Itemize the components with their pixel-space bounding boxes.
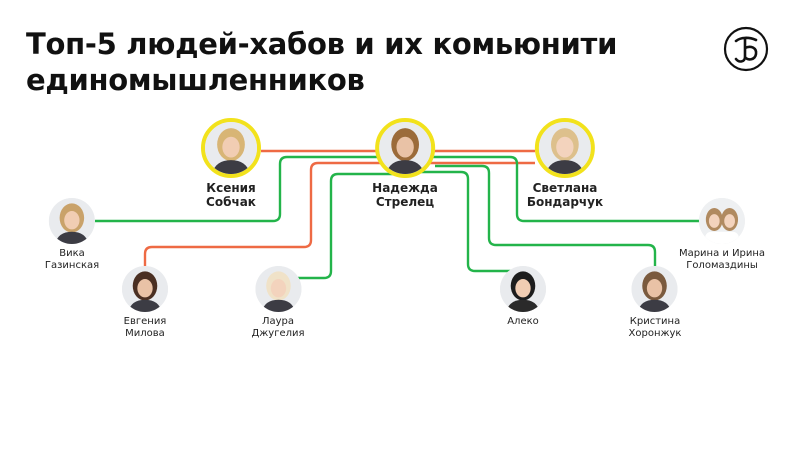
connection-line-bondarchuk-milova — [143, 161, 535, 266]
person-name-line: Алеко — [507, 316, 539, 327]
person-name-line: Милова — [125, 328, 165, 339]
person-name-line: Джугелия — [251, 328, 305, 339]
avatar — [374, 118, 435, 178]
person-name-line: Собчак — [206, 195, 256, 209]
connection-line-strelets-khoronzhuk — [435, 164, 657, 266]
person-name-line: Бондарчук — [526, 195, 604, 209]
avatar — [699, 198, 745, 244]
avatar — [201, 118, 261, 178]
person-name: Алеко — [500, 316, 546, 328]
connection-line-strelets-aleko — [403, 170, 525, 273]
person-name-line: Газинская — [44, 260, 100, 271]
member-aleko: Алеко — [500, 266, 546, 328]
person-name-line: Светлана — [532, 181, 598, 195]
person-name-line: Ксения — [206, 181, 256, 195]
person-name-line: Марина и Ирина — [678, 248, 766, 259]
page-title: Топ-5 людей-хабов и их комьюнити единомы… — [26, 27, 618, 97]
person-name-line: Голомаздины — [686, 260, 758, 271]
avatar — [534, 118, 595, 178]
connection-line-strelets-golomazdiny — [435, 155, 699, 223]
person-name-line: Кристина — [629, 316, 681, 327]
connection-line-strelets-dzhugelia — [276, 172, 407, 280]
avatar — [631, 266, 678, 312]
avatar — [122, 266, 168, 312]
person-name-line: Лаура — [261, 316, 295, 327]
newspaper-logo-icon — [723, 26, 769, 72]
person-name-line: Вика — [59, 248, 85, 259]
person-name-line: Надежда — [372, 181, 438, 195]
avatar — [500, 266, 546, 312]
person-name-line: Евгения — [123, 316, 167, 327]
avatar — [255, 266, 301, 312]
connection-line-sobchak-gazinskaya — [95, 155, 435, 223]
person-name-line: Стрелец — [375, 195, 435, 209]
avatar — [48, 198, 95, 244]
person-name-line: Хоронжук — [628, 328, 682, 339]
